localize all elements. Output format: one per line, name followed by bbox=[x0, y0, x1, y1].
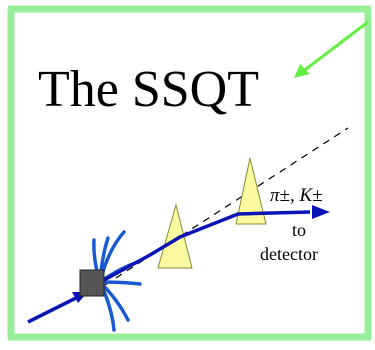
particle-label: π±, K± bbox=[270, 185, 323, 206]
frame bbox=[7, 5, 372, 341]
tracking-plane-1 bbox=[157, 203, 193, 269]
diagram-title: The SSQT bbox=[38, 61, 259, 118]
target-block-icon bbox=[79, 269, 105, 297]
destination-line-1: to bbox=[292, 220, 307, 240]
incoming-beam bbox=[27, 292, 88, 324]
outgoing-track bbox=[103, 205, 330, 282]
destination-line-2: detector bbox=[260, 244, 318, 264]
pointer-arrow-icon bbox=[294, 20, 369, 78]
tracking-plane-2 bbox=[235, 157, 267, 225]
dashed-reference-line bbox=[104, 127, 349, 286]
